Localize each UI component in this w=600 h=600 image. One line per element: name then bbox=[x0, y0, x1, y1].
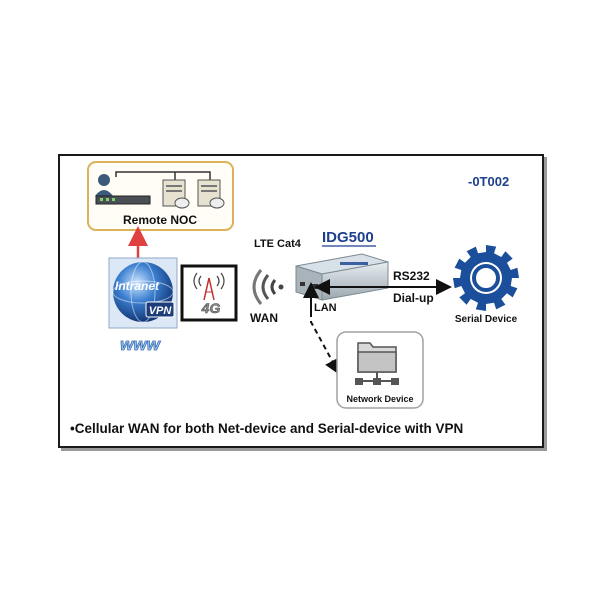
intranet-vpn-graphic: Intranet VPN www bbox=[108, 257, 178, 354]
folder-network-icon bbox=[355, 342, 399, 385]
device-name-label: IDG500 bbox=[322, 229, 374, 246]
remote-noc-box: Remote NOC bbox=[87, 161, 234, 231]
wan-label: WAN bbox=[250, 311, 278, 325]
vpn-label: VPN bbox=[149, 305, 173, 317]
lan-label: LAN bbox=[314, 302, 337, 314]
server-icon bbox=[162, 179, 190, 209]
user-icon bbox=[95, 174, 113, 196]
diagram-code: -0T002 bbox=[468, 174, 509, 189]
switch-icon bbox=[95, 195, 151, 205]
network-device-box: Network Device bbox=[336, 331, 424, 409]
lan-dashed-arrow bbox=[310, 312, 340, 376]
serial-device-label: Serial Device bbox=[455, 314, 518, 325]
www-label: www bbox=[120, 335, 161, 354]
cell-tower-icon bbox=[193, 272, 225, 301]
dialup-label: Dial-up bbox=[393, 291, 434, 305]
server-icon bbox=[197, 179, 225, 209]
lte-label: LTE Cat4 bbox=[254, 238, 302, 250]
idg500-device bbox=[295, 253, 389, 301]
rs232-label: RS232 bbox=[393, 269, 430, 283]
network-device-label: Network Device bbox=[346, 394, 413, 404]
caption-text: •Cellular WAN for both Net-device and Se… bbox=[70, 421, 463, 436]
remote-noc-label: Remote NOC bbox=[123, 213, 197, 227]
cellular-4g-box: 4G bbox=[180, 264, 238, 322]
wireless-signal-icon bbox=[252, 269, 284, 305]
gear-icon bbox=[453, 245, 519, 311]
4g-badge: 4G bbox=[201, 300, 221, 316]
intranet-label: Intranet bbox=[115, 279, 160, 293]
